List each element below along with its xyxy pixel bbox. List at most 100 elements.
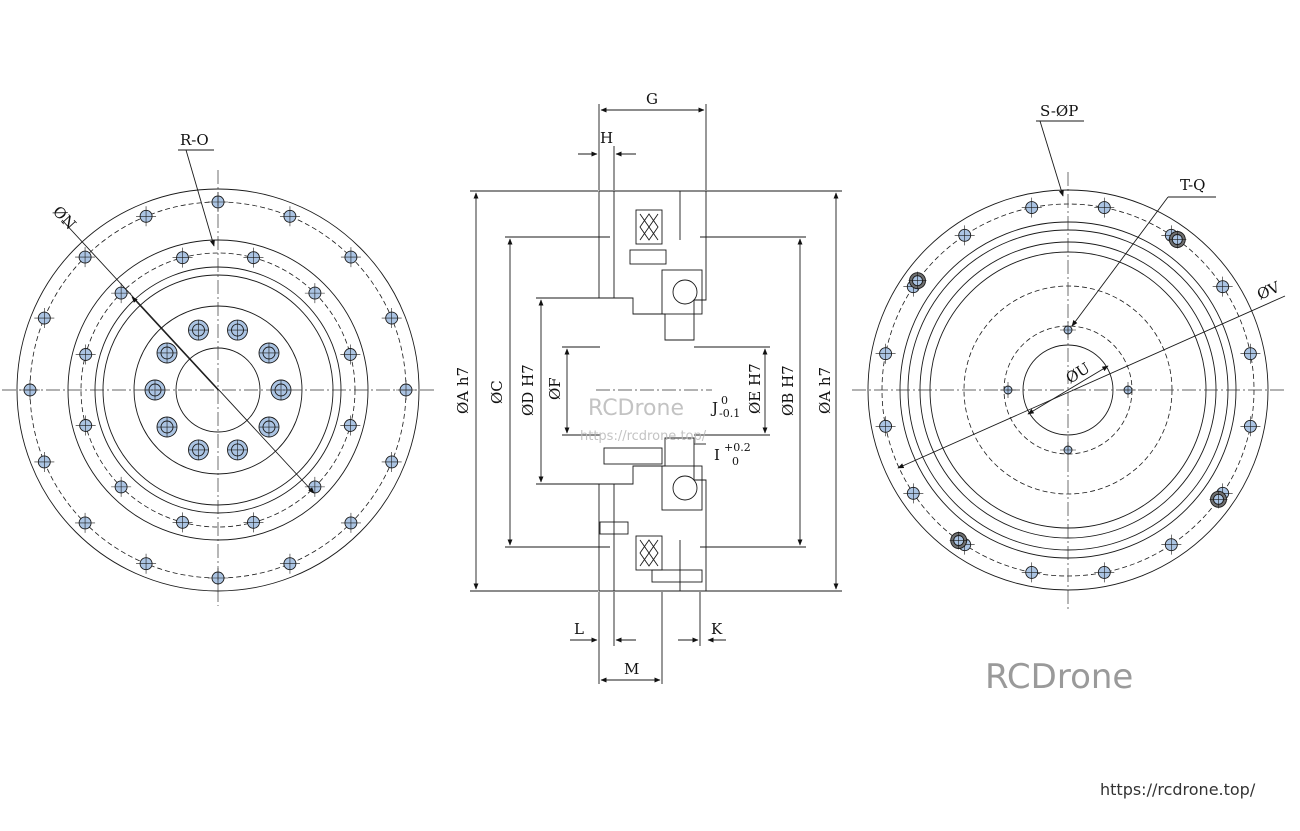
dim-N-line [61,219,315,494]
hole-center-mark [1168,230,1187,249]
label-J-sup: 0 [721,394,728,407]
upper-ball [672,279,698,305]
label-F: ØF [546,377,564,400]
left-outer-holes [20,192,416,588]
hole-center-mark [340,247,361,268]
hole-center-mark [188,320,209,341]
label-SP: S-ØP [1040,102,1078,120]
upper-ball-race [661,269,703,315]
label-I-sub: 0 [732,455,739,468]
label-K: K [711,620,723,638]
hole-center-mark [279,553,300,574]
label-I-sup: +0.2 [724,441,751,454]
label-A-right: ØA h7 [816,367,834,414]
hole-center-mark [1209,490,1228,509]
leader-TQ [1071,196,1169,327]
hole-center-mark [340,512,361,533]
hole-center-mark [279,206,300,227]
hole-center-mark [381,451,402,472]
lower-ball [672,475,698,501]
lower-roller-cross [639,539,659,567]
hole-center-mark [381,308,402,329]
label-TQ: T-Q [1180,176,1205,194]
label-RO: R-O [180,131,209,149]
dim-N-inner [131,296,219,391]
label-I: I [714,446,720,464]
section-lower-body [598,437,707,592]
hole-center-mark [34,308,55,329]
hole-center-mark [1161,534,1182,555]
watermark-url: https://rcdrone.top/ [1100,780,1256,799]
hole-center-mark [340,344,361,365]
lower-screw [651,569,703,583]
hole-center-mark [188,439,209,460]
hole-center-mark [1240,343,1261,364]
leader-SP [1039,120,1064,197]
hole-center-mark [75,415,96,436]
upper-roller-diamond [639,213,659,241]
section-upper-body [598,190,707,341]
label-L: L [574,620,584,638]
hole-center-mark [227,439,248,460]
hole-center-mark [875,416,896,437]
hole-center-mark [227,320,248,341]
lower-cross-roller [635,535,663,571]
hole-center-mark [258,342,279,363]
label-A-left: ØA h7 [454,367,472,414]
hole-center-mark [243,247,264,268]
label-G: G [646,90,658,108]
lower-bolt [603,447,663,465]
hole-center-mark [908,271,927,290]
leader-RO [185,149,215,247]
hole-center-mark [1021,197,1042,218]
label-B: ØB H7 [779,365,797,416]
label-H: H [600,129,613,147]
label-J: J [710,399,718,417]
left-front-view: ØN R-O [2,131,436,606]
label-M: M [624,660,639,678]
hole-center-mark [75,344,96,365]
hole-center-mark [243,512,264,533]
label-V: ØV [1254,277,1283,303]
watermark-center: RCDrone [588,396,684,421]
hole-center-mark [954,225,975,246]
left-inner-holes [144,319,292,461]
upper-seal [629,249,667,265]
hole-center-mark [34,451,55,472]
hole-center-mark [136,553,157,574]
hole-center-mark [136,206,157,227]
hole-center-mark [157,342,178,363]
hole-center-mark [1094,562,1115,583]
hole-center-mark [1240,416,1261,437]
watermark-brand: RCDrone [985,657,1133,697]
hole-center-mark [875,343,896,364]
hole-center-mark [1021,562,1042,583]
label-N: ØN [49,202,80,233]
label-D: ØD H7 [519,364,537,416]
hole-center-mark [340,415,361,436]
upper-cross-roller [635,209,663,245]
right-outer-holes [875,197,1261,583]
hole-center-mark [111,283,132,304]
hole-center-mark [304,283,325,304]
hole-center-mark [172,247,193,268]
section-view: ØA h7 ØC ØD H7 ØF ØA h7 ØB H7 ØE H7 J 0 … [454,90,842,684]
label-E: ØE H7 [746,363,764,414]
hole-center-mark [258,417,279,438]
hole-center-mark [172,512,193,533]
lower-roller-diamond [639,539,659,567]
hole-center-mark [1212,276,1233,297]
hole-center-mark [111,476,132,497]
hole-center-mark [75,247,96,268]
right-tapped-holes [908,230,1228,550]
right-rear-view: ØV ØU S-ØP T-Q [852,102,1286,610]
dim-U [1027,365,1109,415]
label-C: ØC [488,380,506,404]
watermark-center-url: https://rcdrone.top/ [580,429,707,444]
lower-ball-race [661,465,703,511]
label-J-sub: -0.1 [719,407,740,420]
upper-roller-cross [639,213,659,241]
hole-center-mark [1094,197,1115,218]
hole-center-mark [949,531,968,550]
